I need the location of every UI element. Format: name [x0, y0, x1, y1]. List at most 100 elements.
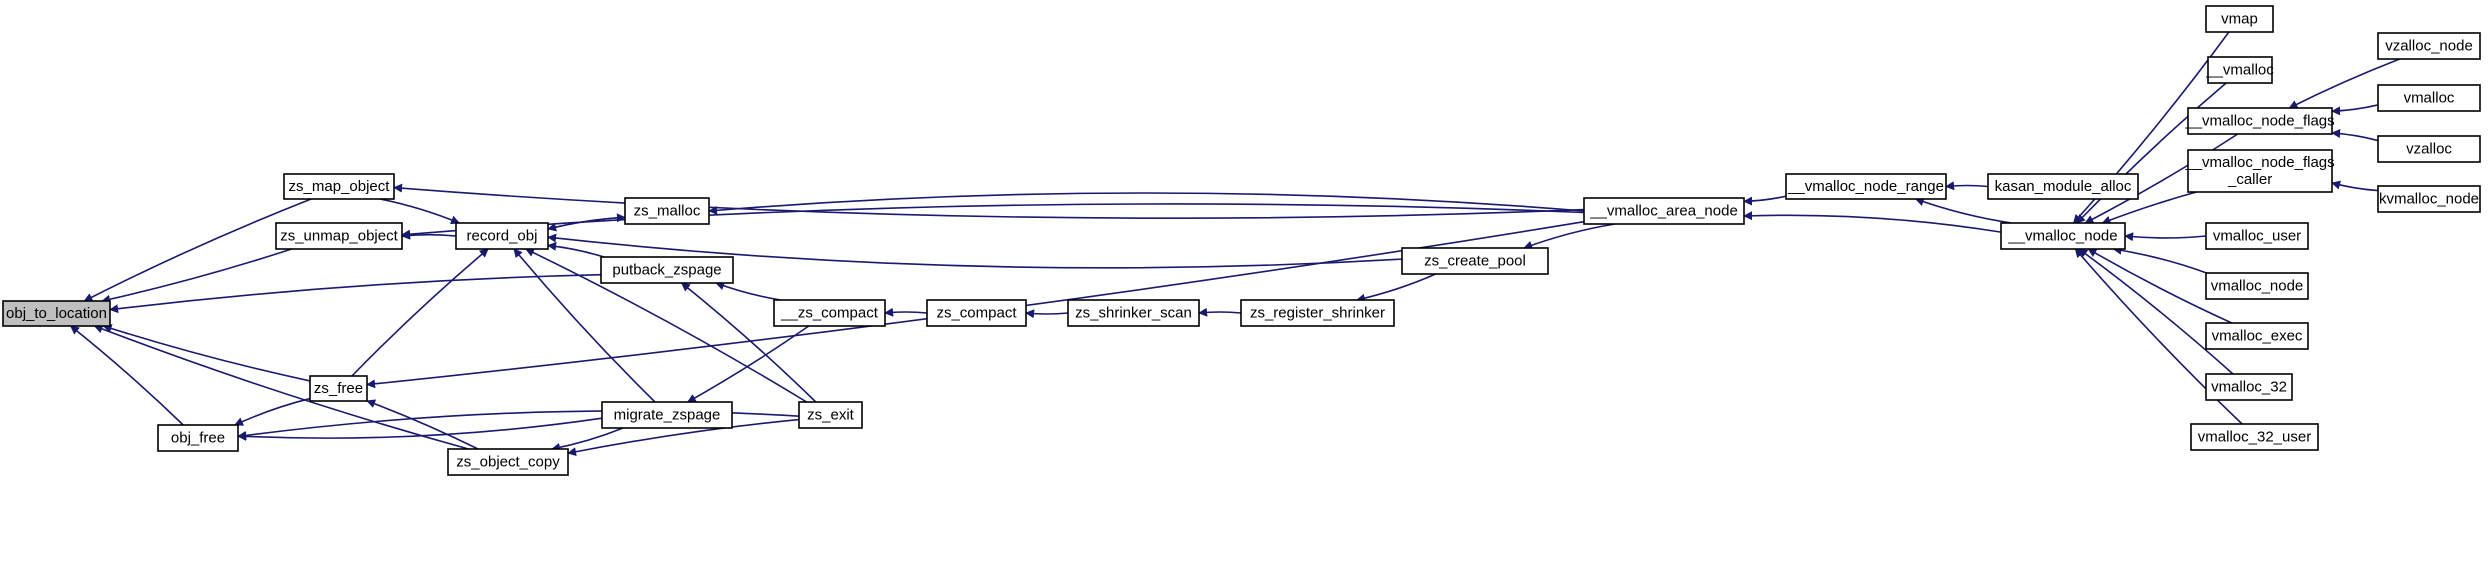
- edge-vmalloc-32-user-to-vmalloc-node: [2074, 248, 2243, 425]
- edge-vmalloc-node-to-vmalloc-node-range: [1914, 197, 2012, 224]
- node-vmalloc-node-flags-caller[interactable]: __vmalloc_node_flags_caller: [2184, 149, 2335, 193]
- node-migrate-zspage[interactable]: migrate_zspage: [601, 401, 733, 429]
- node-obj-free[interactable]: obj_free: [157, 424, 239, 452]
- node-label-zs-exit: zs_exit: [807, 407, 855, 424]
- edge-vzalloc-node-to-vmalloc-node-flags: [2288, 58, 2400, 109]
- node-box-kasan-module-alloc: [1987, 173, 2139, 200]
- edge-vmalloc-node-to-vmalloc-area-node: [1743, 211, 2002, 233]
- edge-migrate-zspage-to-obj-free: [237, 417, 603, 441]
- node-vmalloc-node-flags[interactable]: __vmalloc_node_flags: [2184, 107, 2335, 135]
- node-box-vmalloc: [2377, 84, 2481, 112]
- edge-zs-object-copy-to-obj-to-location: [93, 324, 469, 450]
- node-box-vmalloc-32-user: [2190, 423, 2319, 451]
- node-box-vzalloc: [2377, 135, 2481, 163]
- node-box-vmalloc-node: [2000, 222, 2126, 250]
- node-box-zs-exit: [798, 401, 863, 429]
- edge-putback-zspage-to-record-obj: [547, 241, 605, 258]
- node-zs-exit[interactable]: zs_exit: [798, 401, 863, 429]
- node-zs-compact[interactable]: zs_compact: [926, 299, 1027, 327]
- node-zs-compact[interactable]: __zs_compact: [773, 299, 886, 327]
- node-vmap[interactable]: vmap: [2205, 5, 2274, 33]
- node-label-vmalloc: __vmalloc: [2205, 62, 2274, 79]
- node-label-zs-register-shrinker: zs_register_shrinker: [1250, 305, 1385, 322]
- node-vzalloc[interactable]: vzalloc: [2377, 135, 2481, 163]
- node-kvmalloc-node[interactable]: kvmalloc_node: [2377, 185, 2481, 213]
- edge-zs-map-object-to-record-obj: [380, 198, 461, 225]
- edge-migrate-zspage-to-record-obj: [513, 248, 656, 403]
- node-vzalloc-node[interactable]: vzalloc_node: [2377, 32, 2481, 60]
- node-label-zs-unmap-object: zs_unmap_object: [280, 228, 398, 245]
- node-label-zs-create-pool: zs_create_pool: [1424, 253, 1526, 270]
- node-label-vmalloc-node-flags-caller: __vmalloc_node_flags: [2184, 154, 2334, 171]
- edge-zs-unmap-object-to-obj-to-location: [101, 248, 292, 304]
- node-box-zs-compact: [773, 299, 886, 327]
- edge-obj-free-to-obj-to-location: [70, 325, 184, 426]
- node-zs-malloc[interactable]: zs_malloc: [624, 197, 710, 225]
- node-label-putback-zspage: putback_zspage: [612, 262, 721, 279]
- node-label-vmalloc-area-node: __vmalloc_area_node: [1589, 203, 1738, 220]
- node-zs-free[interactable]: zs_free: [309, 375, 368, 402]
- node-box-vmalloc-node: [2205, 272, 2309, 300]
- node-label-record-obj: record_obj: [467, 228, 538, 245]
- node-box-vmalloc-area-node: [1583, 197, 1745, 225]
- node-label-vmalloc-node: __vmalloc_node: [2007, 228, 2117, 245]
- edge-vmalloc-to-vmalloc-node: [2076, 82, 2227, 224]
- node-zs-register-shrinker[interactable]: zs_register_shrinker: [1240, 299, 1395, 327]
- node-box-vmalloc-user: [2205, 222, 2309, 250]
- node-vmalloc-32-user[interactable]: vmalloc_32_user: [2190, 423, 2319, 451]
- edge-zs-map-object-to-obj-to-location: [83, 198, 312, 302]
- node-vmalloc-node-range[interactable]: __vmalloc_node_range: [1785, 173, 1947, 200]
- node-label-vmalloc-node-flags-caller: _caller: [2227, 171, 2272, 188]
- edge-zs-compact-to-zs-compact: [884, 307, 928, 317]
- node-zs-map-object[interactable]: zs_map_object: [283, 173, 395, 200]
- node-record-obj[interactable]: record_obj: [455, 222, 549, 250]
- node-zs-object-copy[interactable]: zs_object_copy: [447, 448, 569, 476]
- node-label-obj-free: obj_free: [171, 430, 225, 447]
- node-zs-unmap-object[interactable]: zs_unmap_object: [275, 222, 403, 250]
- node-label-vmalloc: vmalloc: [2404, 90, 2455, 107]
- node-zs-create-pool[interactable]: zs_create_pool: [1401, 247, 1549, 275]
- node-label-zs-malloc: zs_malloc: [634, 203, 701, 220]
- node-label-vmalloc-node: vmalloc_node: [2211, 278, 2304, 295]
- edge-zs-shrinker-scan-to-zs-compact: [1025, 309, 1069, 319]
- node-vmalloc-area-node[interactable]: __vmalloc_area_node: [1583, 197, 1745, 225]
- edge-record-obj-to-zs-malloc: [547, 213, 626, 230]
- node-label-vzalloc: vzalloc: [2406, 141, 2452, 158]
- node-vmalloc-node[interactable]: __vmalloc_node: [2000, 222, 2126, 250]
- node-obj-to-location[interactable]: obj_to_location: [2, 300, 111, 327]
- edge-vzalloc-to-vmalloc-node-flags: [2331, 128, 2379, 142]
- edge-zs-compact-to-migrate-zspage: [686, 325, 810, 403]
- node-box-zs-compact: [926, 299, 1027, 327]
- edge-zs-free-to-obj-to-location: [102, 324, 311, 382]
- edge-zs-create-pool-to-zs-register-shrinker: [1356, 273, 1436, 303]
- edge-vmalloc-area-node-to-zs-unmap-object: [401, 203, 1585, 239]
- node-vmalloc-user[interactable]: vmalloc_user: [2205, 222, 2309, 250]
- node-vmalloc-node[interactable]: vmalloc_node: [2205, 272, 2309, 300]
- edge-zs-free-to-obj-free: [234, 397, 311, 426]
- node-box-zs-register-shrinker: [1240, 299, 1395, 327]
- node-box-zs-unmap-object: [275, 222, 403, 250]
- node-kasan-module-alloc[interactable]: kasan_module_alloc: [1987, 173, 2139, 200]
- node-zs-shrinker-scan[interactable]: zs_shrinker_scan: [1067, 299, 1200, 327]
- node-label-migrate-zspage: migrate_zspage: [614, 407, 721, 424]
- node-box-vmalloc-node-flags-caller: [2187, 149, 2333, 193]
- node-box-vmap: [2205, 5, 2274, 33]
- edge-vmalloc-area-node-to-zs-create-pool: [1523, 223, 1615, 250]
- node-vmalloc-32[interactable]: vmalloc_32: [2205, 373, 2293, 401]
- node-box-zs-create-pool: [1401, 247, 1549, 275]
- edge-zs-exit-to-putback-zspage: [680, 282, 817, 403]
- node-label-vmalloc-32: vmalloc_32: [2211, 379, 2287, 396]
- node-box-vzalloc-node: [2377, 32, 2481, 60]
- node-putback-zspage[interactable]: putback_zspage: [600, 256, 734, 284]
- node-label-vmalloc-user: vmalloc_user: [2213, 228, 2301, 245]
- edge-migrate-zspage-to-zs-object-copy: [551, 427, 624, 452]
- node-box-putback-zspage: [600, 256, 734, 284]
- edge-vmalloc-user-to-vmalloc-node: [2124, 232, 2207, 242]
- node-vmalloc-exec[interactable]: vmalloc_exec: [2205, 322, 2309, 350]
- edge-vmalloc-area-node-to-zs-malloc: [708, 192, 1585, 215]
- edge-kvmalloc-node-to-vmalloc-node-flags-caller: [2331, 180, 2379, 192]
- node-box-vmalloc-32: [2205, 373, 2293, 401]
- node-vmalloc[interactable]: vmalloc: [2377, 84, 2481, 112]
- edge-vmalloc-node-to-vmalloc-node: [2112, 245, 2207, 274]
- node-vmalloc[interactable]: __vmalloc: [2205, 56, 2274, 84]
